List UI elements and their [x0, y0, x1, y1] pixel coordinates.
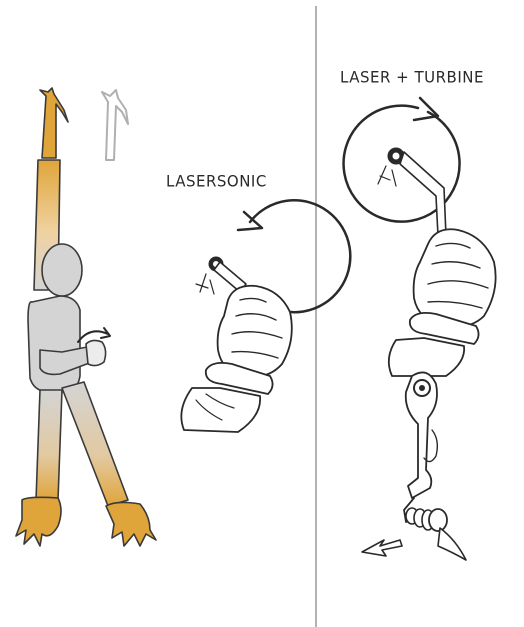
lasersonic-label: LASERSONIC — [166, 172, 267, 191]
ghost-claw — [102, 90, 128, 160]
laser-turbine-label: LASER + TURBINE — [340, 68, 484, 87]
left-leg — [36, 390, 62, 500]
gripping-hand — [86, 340, 106, 365]
head — [42, 244, 82, 296]
left-foot — [16, 497, 61, 546]
lasersonic-diagram — [181, 200, 350, 432]
right-leg — [62, 382, 128, 506]
right-foot — [106, 502, 156, 546]
turbine-rotor — [406, 508, 447, 531]
turbine-sleeve — [389, 338, 464, 376]
raised-hand-claw — [40, 88, 68, 158]
turbine-crank-arm — [400, 152, 446, 236]
sleeve — [181, 388, 260, 432]
output-arrow-icon — [362, 540, 402, 556]
torso — [28, 296, 80, 392]
turbine-blade — [438, 528, 466, 560]
figure-person — [16, 88, 156, 546]
laser-turbine-diagram — [344, 98, 496, 560]
